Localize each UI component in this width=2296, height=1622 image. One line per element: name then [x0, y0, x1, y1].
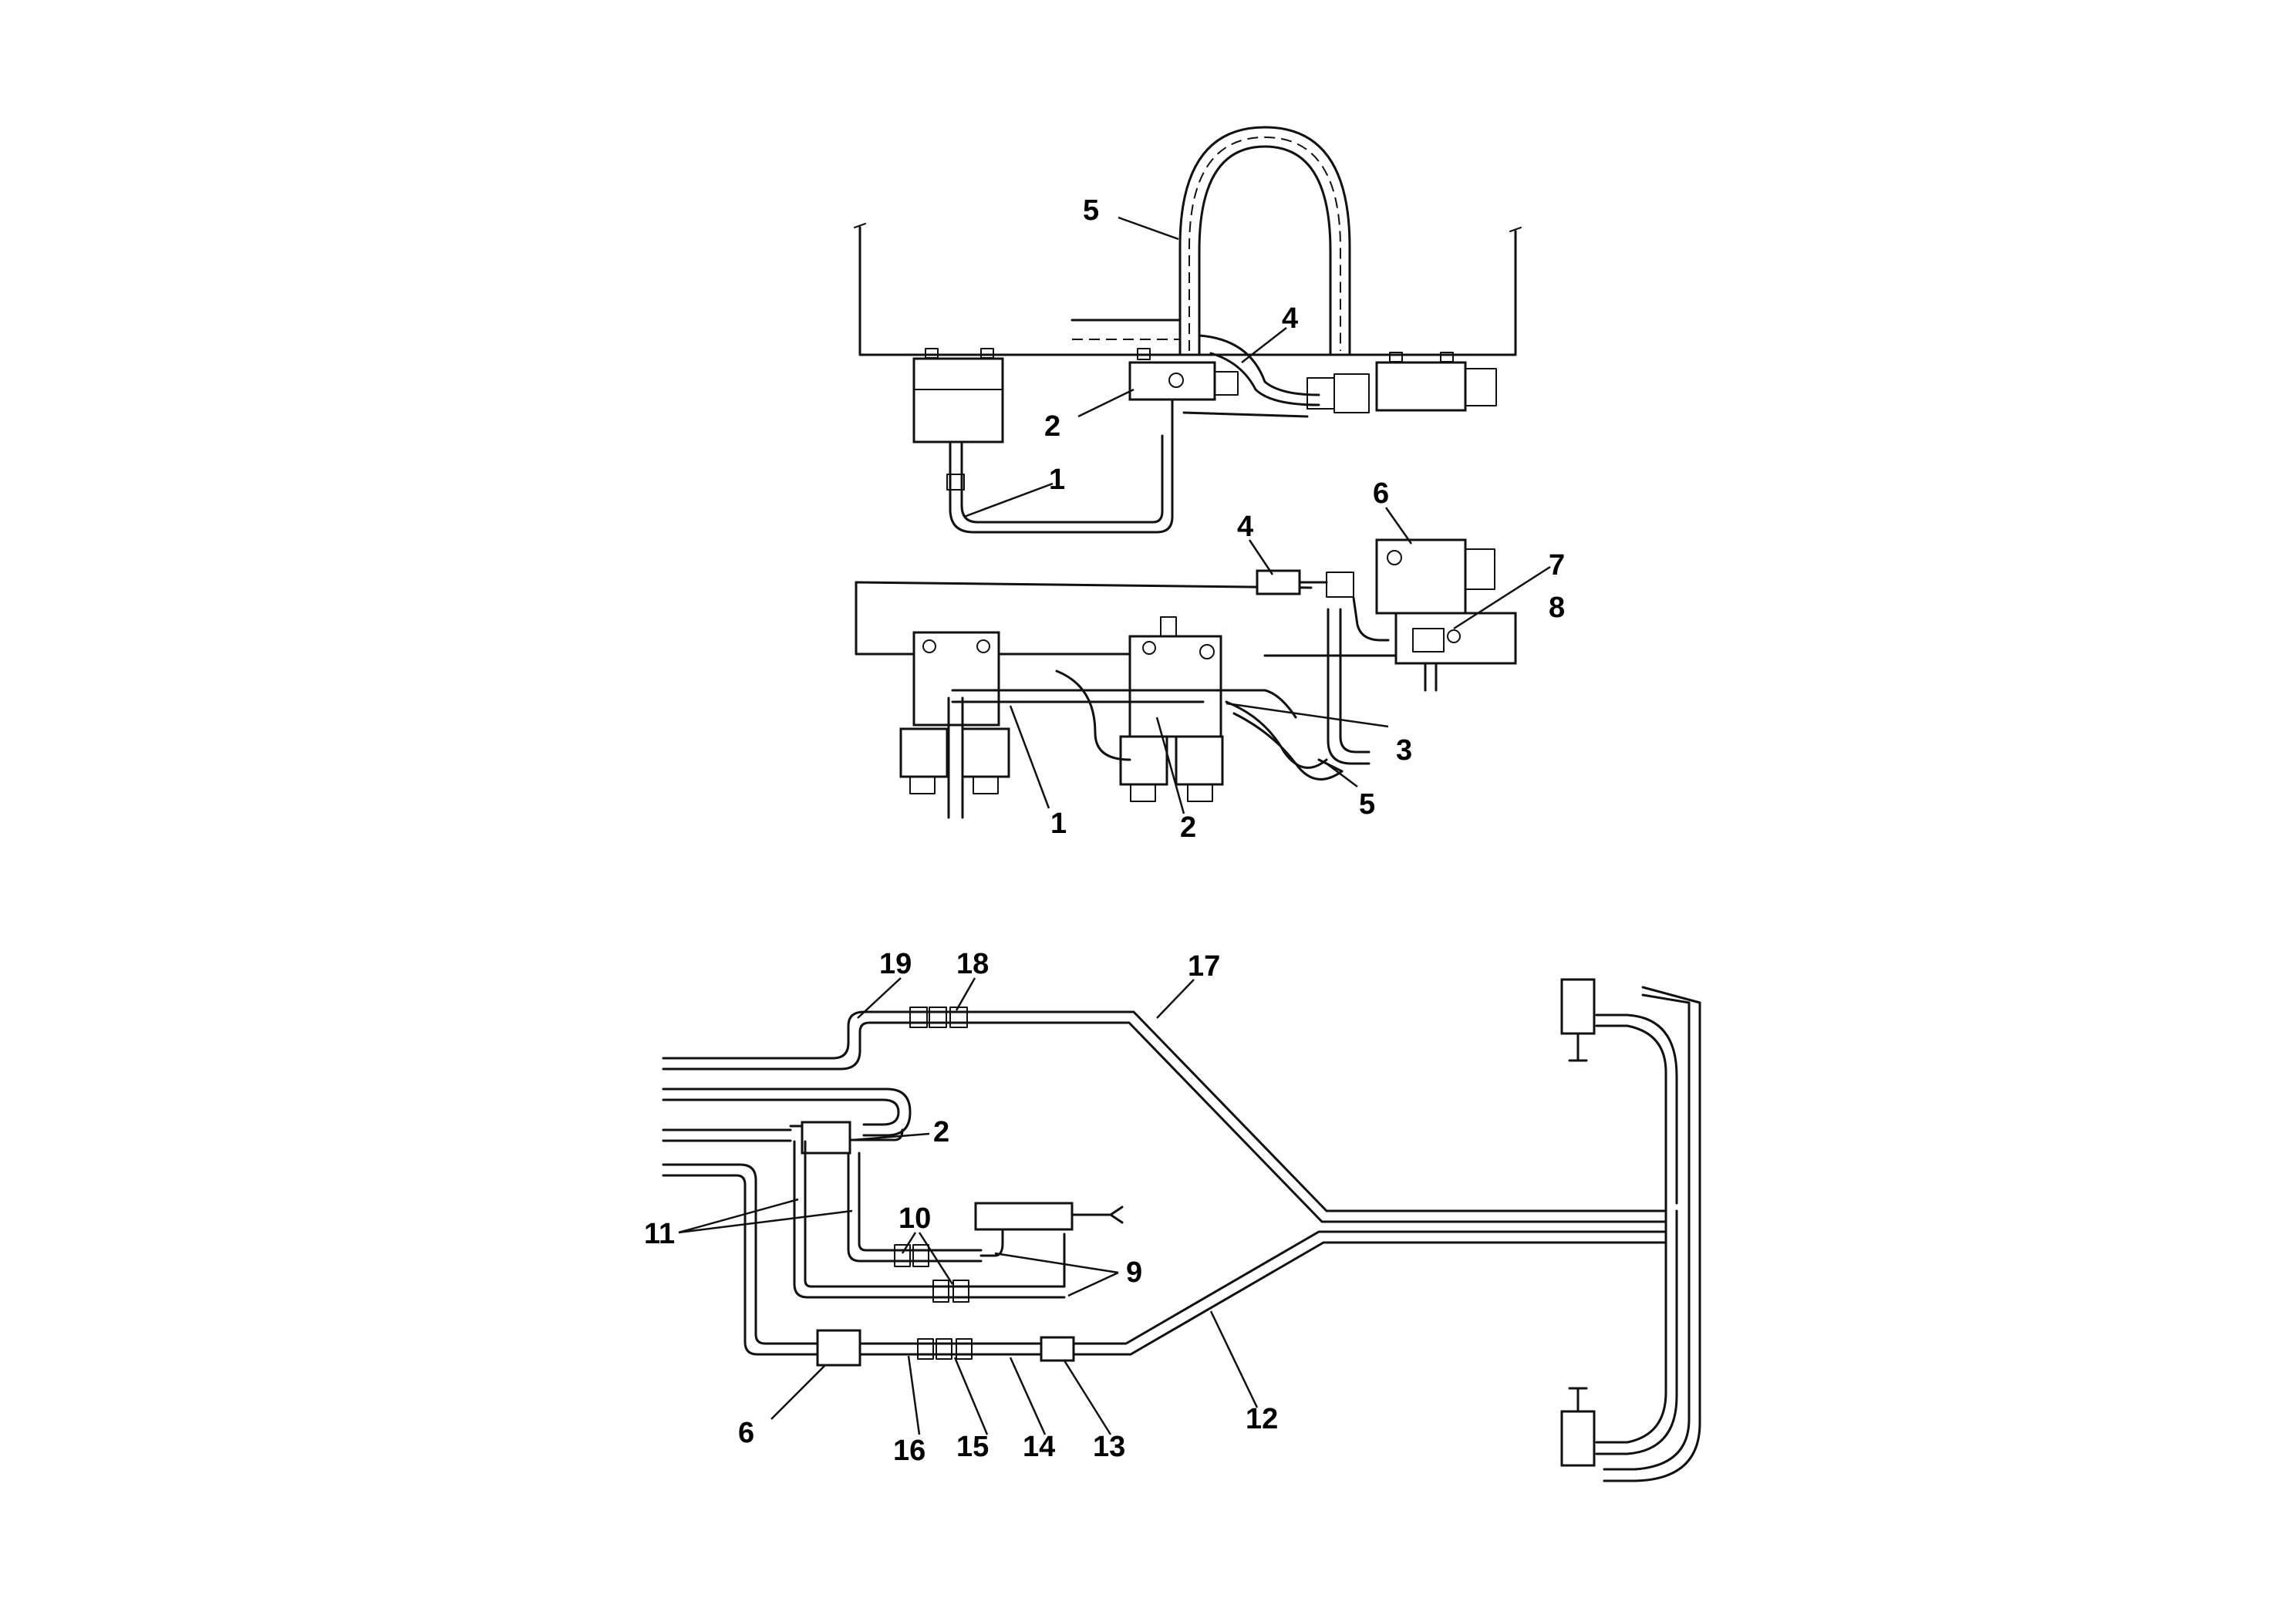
middle-assembly-view: [855, 538, 1517, 819]
callout-labels: 5 4 2 1 6 4 7 8 3 5 1 2 19 18 17 2 11 10…: [644, 194, 1565, 1467]
callout-4-top: 4: [1282, 302, 1298, 335]
callout-10: 10: [899, 1202, 931, 1235]
callout-19: 19: [879, 948, 912, 980]
callout-18: 18: [956, 948, 989, 980]
callout-1-middle: 1: [1050, 808, 1067, 840]
callout-15: 15: [956, 1431, 989, 1463]
callout-11: 11: [644, 1218, 675, 1250]
callout-5-top: 5: [1083, 194, 1099, 227]
callout-16: 16: [893, 1435, 925, 1467]
callout-6-middle: 6: [1373, 477, 1389, 510]
callout-2-bottom: 2: [933, 1116, 949, 1148]
callout-6-bottom: 6: [738, 1417, 754, 1449]
callout-leaders: [678, 216, 1551, 1435]
upper-assembly-view: [854, 126, 1522, 534]
callout-7-middle: 7: [1549, 549, 1565, 582]
callout-2-top: 2: [1044, 410, 1060, 443]
callout-9: 9: [1126, 1256, 1142, 1289]
callout-14: 14: [1023, 1431, 1055, 1463]
callout-1-top: 1: [1049, 464, 1065, 496]
callout-12: 12: [1246, 1403, 1278, 1435]
callout-8-middle: 8: [1549, 592, 1565, 624]
callout-13: 13: [1093, 1431, 1125, 1463]
callout-3-middle: 3: [1396, 734, 1412, 767]
piping-schematic-view: [662, 978, 1701, 1482]
callout-17: 17: [1188, 950, 1220, 983]
callout-2-middle: 2: [1180, 811, 1196, 844]
callout-5-middle: 5: [1359, 788, 1375, 821]
callout-4-middle: 4: [1237, 511, 1253, 543]
